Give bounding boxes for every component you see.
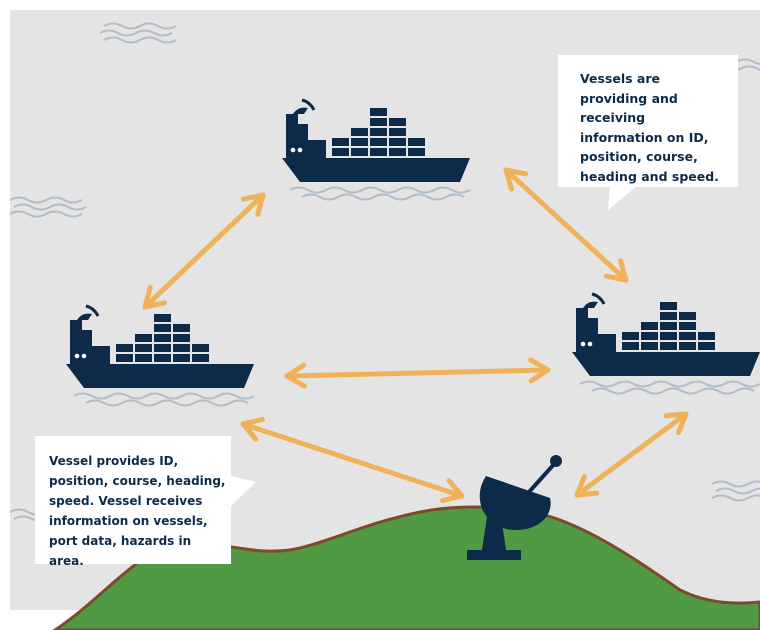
callout-fleet-info-text: Vessels are providing and receiving info… — [580, 71, 719, 184]
arrow-vessel-left-to-vessel-right — [284, 357, 551, 389]
satellite-dish-icon — [467, 455, 562, 560]
callout-vessel-info: Vessel provides ID, position, course, he… — [35, 436, 231, 568]
arrow-vessel-left-to-shore-station — [240, 416, 465, 504]
callout-top-tail — [608, 187, 636, 210]
callout-vessel-info-text: Vessel provides ID, position, course, he… — [49, 454, 226, 568]
arrow-vessel-top-to-vessel-right — [503, 167, 629, 283]
arrow-vessel-right-to-shore-station — [574, 411, 689, 498]
callout-fleet-info: Vessels are providing and receiving info… — [558, 55, 738, 187]
arrow-vessel-top-to-vessel-left — [142, 192, 266, 310]
link-arrows — [142, 167, 689, 504]
callout-bottom-tail — [231, 476, 256, 506]
